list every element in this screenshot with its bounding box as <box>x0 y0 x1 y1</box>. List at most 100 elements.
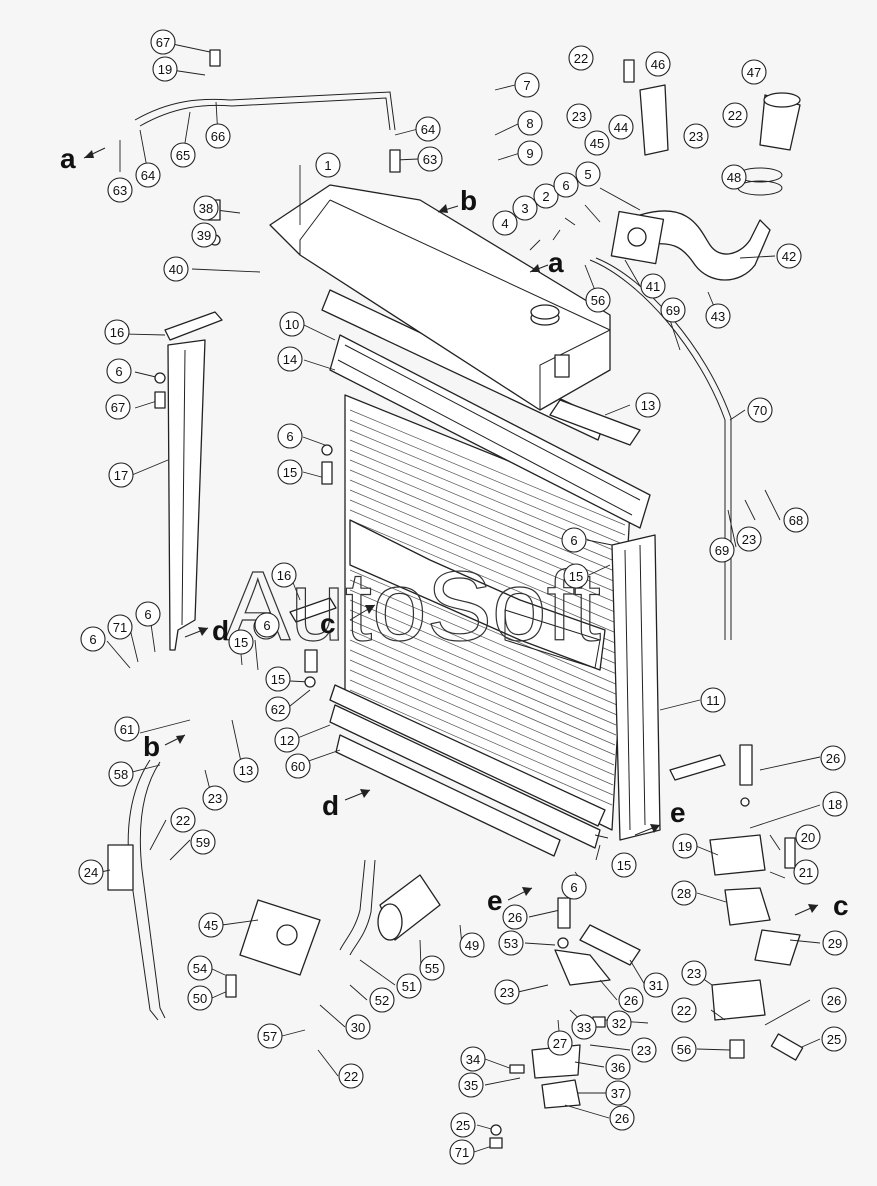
callout-number: 6 <box>570 880 577 895</box>
callout-23: 23 <box>681 960 707 986</box>
callout-number: 24 <box>84 865 98 880</box>
arrow-letter-a-right: a <box>548 247 564 278</box>
callout-56: 56 <box>671 1036 697 1062</box>
callout-number: 17 <box>114 468 128 483</box>
callout-13: 13 <box>233 757 259 783</box>
callout-number: 23 <box>689 129 703 144</box>
callout-number: 35 <box>464 1078 478 1093</box>
callout-circle <box>645 51 671 77</box>
callout-14: 14 <box>277 346 303 372</box>
callout-circle <box>561 527 587 553</box>
callout-54: 54 <box>187 955 213 981</box>
callout-circle <box>517 140 543 166</box>
callout-number: 20 <box>801 830 815 845</box>
callout-circle <box>257 1023 283 1049</box>
callout-41: 41 <box>640 273 666 299</box>
callout-number: 6 <box>115 364 122 379</box>
callout-number: 47 <box>747 65 761 80</box>
callout-number: 61 <box>120 722 134 737</box>
callout-circle <box>170 807 196 833</box>
callout-circle <box>108 761 134 787</box>
callout-circle <box>107 177 133 203</box>
callout-circle <box>419 955 445 981</box>
callout-circle <box>187 985 213 1011</box>
callout-6: 6 <box>277 423 303 449</box>
callout-23: 23 <box>683 123 709 149</box>
callout-number: 67 <box>156 35 170 50</box>
callout-circle <box>605 1054 631 1080</box>
callout-43: 43 <box>705 303 731 329</box>
callout-circle <box>417 146 443 172</box>
callout-circle <box>277 459 303 485</box>
callout-number: 70 <box>753 403 767 418</box>
callout-circle <box>198 912 224 938</box>
callout-number: 68 <box>789 513 803 528</box>
pedestal-31 <box>554 949 611 986</box>
plate-28 <box>754 929 801 966</box>
callout-23: 23 <box>494 979 520 1005</box>
callout-number: 22 <box>728 108 742 123</box>
callout-number: 4 <box>501 216 508 231</box>
callout-number: 23 <box>637 1043 651 1058</box>
callout-71: 71 <box>107 614 133 640</box>
callout-circle <box>135 162 161 188</box>
callout-number: 12 <box>280 733 294 748</box>
callout-6: 6 <box>561 527 587 553</box>
callout-circle <box>563 563 589 589</box>
callout-circle <box>191 222 217 248</box>
callout-circle <box>135 601 161 627</box>
callout-25: 25 <box>821 1026 847 1052</box>
callout-5: 5 <box>575 161 601 187</box>
callout-circle <box>553 172 579 198</box>
callout-71: 71 <box>449 1139 475 1165</box>
callout-circle <box>575 161 601 187</box>
callout-15: 15 <box>277 459 303 485</box>
callout-52: 52 <box>369 987 395 1013</box>
callout-circle <box>271 562 297 588</box>
callout-38: 38 <box>193 195 219 221</box>
callout-number: 26 <box>827 993 841 1008</box>
callout-10: 10 <box>279 311 305 337</box>
callout-13: 13 <box>635 392 661 418</box>
callout-number: 45 <box>204 918 218 933</box>
callout-circle <box>635 392 661 418</box>
callout-36: 36 <box>605 1054 631 1080</box>
callout-number: 29 <box>828 936 842 951</box>
callout-number: 25 <box>456 1118 470 1133</box>
callout-circle <box>233 757 259 783</box>
callout-number: 13 <box>641 398 655 413</box>
callout-number: 18 <box>828 797 842 812</box>
callout-6: 6 <box>106 358 132 384</box>
callout-17: 17 <box>108 462 134 488</box>
callout-number: 32 <box>612 1016 626 1031</box>
callout-48: 48 <box>721 164 747 190</box>
callout-circle <box>609 1105 635 1131</box>
callout-circle <box>78 859 104 885</box>
callout-number: 21 <box>799 865 813 880</box>
callout-number: 23 <box>208 791 222 806</box>
callout-circle <box>315 152 341 178</box>
callout-64: 64 <box>415 116 441 142</box>
callout-63: 63 <box>107 177 133 203</box>
callout-39: 39 <box>191 222 217 248</box>
callout-circle <box>170 142 196 168</box>
callout-35: 35 <box>458 1072 484 1098</box>
callout-19: 19 <box>672 833 698 859</box>
callout-circle <box>671 997 697 1023</box>
bracket-16-mid <box>289 597 337 623</box>
callout-number: 43 <box>711 309 725 324</box>
callout-number: 56 <box>591 293 605 308</box>
callout-number: 6 <box>263 618 270 633</box>
callout-circle <box>681 960 707 986</box>
callout-circle <box>265 696 291 722</box>
pad-30 <box>579 924 641 966</box>
callout-45: 45 <box>584 130 610 156</box>
callout-circle <box>338 1063 364 1089</box>
callout-number: 26 <box>615 1111 629 1126</box>
callout-circle <box>568 45 594 71</box>
callout-40: 40 <box>163 256 189 282</box>
callout-64: 64 <box>135 162 161 188</box>
callout-number: 30 <box>351 1020 365 1035</box>
lower-hose-2 <box>139 761 166 1019</box>
